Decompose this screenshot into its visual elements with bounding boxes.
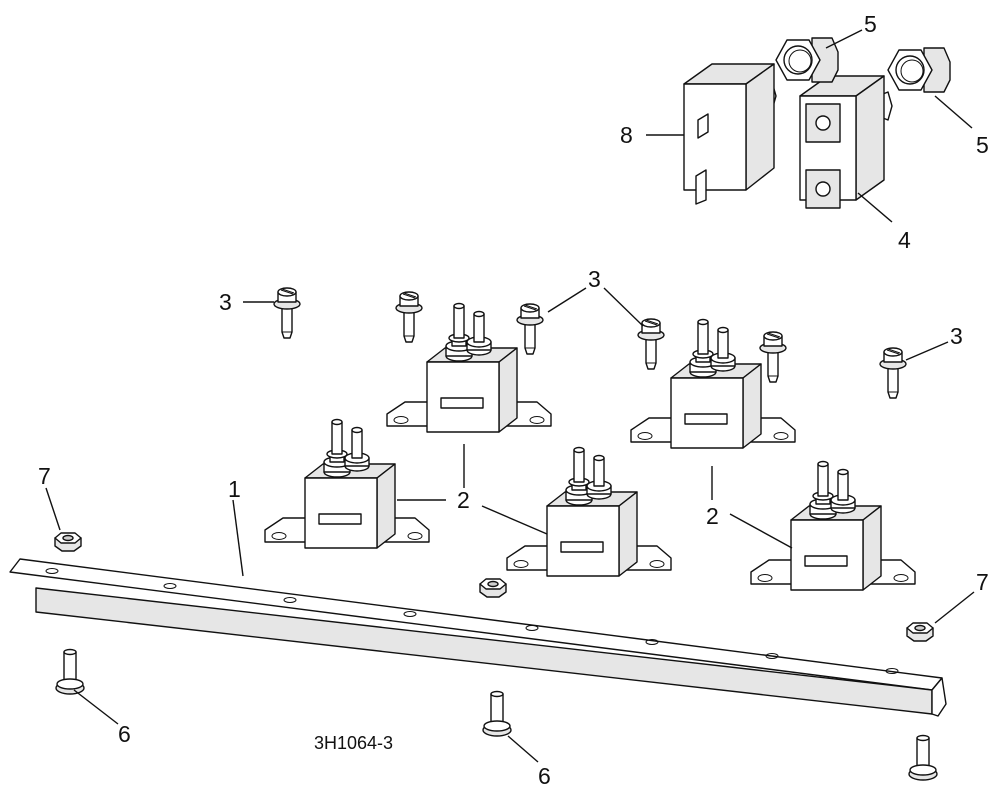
callout-3: 3 [950, 323, 963, 349]
bolt-6 [482, 690, 512, 737]
grommet-5-left [775, 37, 839, 83]
nut-7 [54, 532, 82, 552]
relay-module-8 [683, 63, 777, 205]
callout-2: 2 [457, 487, 470, 513]
callouts: 1 2 2 3 3 3 4 5 5 6 6 7 7 8 2 3H1064-3 [38, 11, 989, 789]
screw-3 [273, 287, 301, 339]
callout-6: 6 [538, 763, 551, 789]
mounting-rail-1 [9, 558, 947, 717]
bolt-6 [908, 734, 938, 781]
screw-3 [516, 303, 544, 355]
callout-5: 5 [976, 132, 989, 158]
grommet-5-right [887, 47, 951, 93]
screw-3 [879, 347, 907, 399]
callout-7: 7 [38, 463, 51, 489]
breaker-2 [750, 460, 916, 591]
callout-7: 7 [976, 569, 989, 595]
screw-3 [759, 331, 787, 383]
callout-3: 3 [219, 289, 232, 315]
callout-3: 3 [588, 266, 601, 292]
relay-module-4 [799, 75, 893, 209]
screw-3 [637, 318, 665, 370]
callout-8: 8 [620, 122, 633, 148]
callout-2: 2 [706, 503, 719, 529]
breaker-2 [506, 446, 672, 577]
callout-5: 5 [864, 11, 877, 37]
nut-7 [906, 622, 934, 642]
bolt-6 [55, 648, 85, 695]
callout-1: 1 [228, 476, 241, 502]
nut-7 [479, 578, 507, 598]
drawing-code: 3H1064-3 [314, 733, 393, 753]
breaker-2 [264, 418, 430, 549]
callout-4: 4 [898, 227, 911, 253]
leader-lines [45, 29, 975, 763]
callout-6: 6 [118, 721, 131, 747]
screw-3 [395, 291, 423, 343]
